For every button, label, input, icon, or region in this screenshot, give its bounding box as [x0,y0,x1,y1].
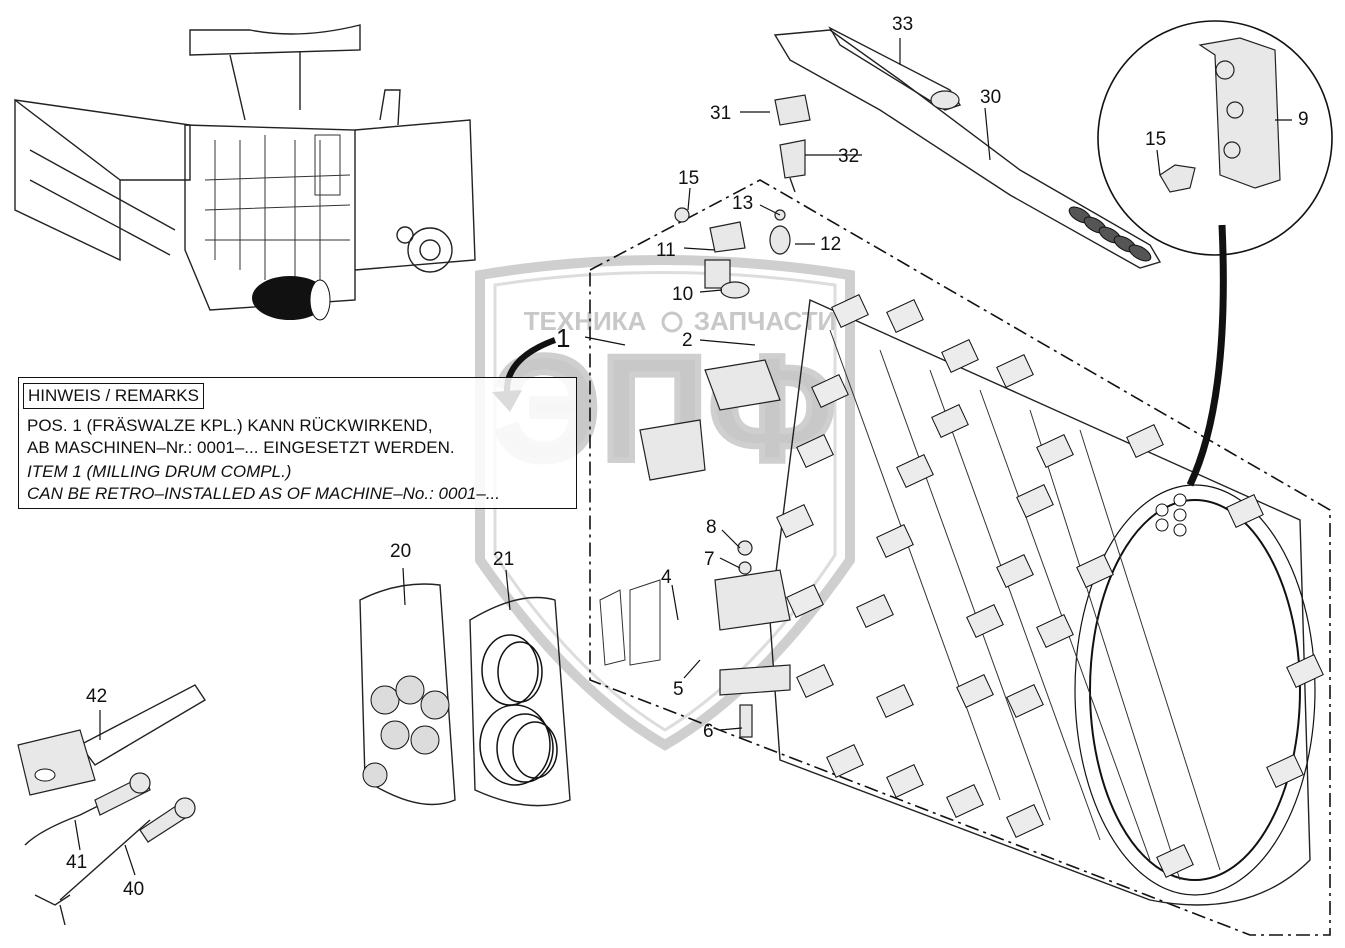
callout-12: 12 [820,234,841,255]
remarks-line-2: AB MASCHINEN–Nr.: 0001–... EINGESETZT WE… [27,438,455,457]
callout-2: 2 [682,330,693,351]
leader-lines [74,38,1292,876]
detail-circle [1097,20,1333,487]
callout-31: 31 [710,103,731,124]
remarks-title: HINWEIS / REMARKS [23,383,204,409]
callout-7: 7 [704,549,715,570]
milling-machine-drawing [14,24,476,321]
watermark-right: ЗАПЧАСТИ [694,306,837,336]
remarks-box: HINWEIS / REMARKS POS. 1 (FRÄSWALZE KPL.… [18,377,577,509]
remarks-line-1: POS. 1 (FRÄSWALZE KPL.) KANN RÜCKWIRKEND… [27,416,433,435]
callout-1: 1 [556,323,570,353]
callout-labels: 33 30 31 32 9 15 15 13 11 12 10 1 2 8 7 … [66,14,1309,900]
remarks-line-4: CAN BE RETRO–INSTALLED AS OF MACHINE–No.… [27,484,501,503]
callout-8: 8 [706,517,717,538]
callout-21: 21 [493,549,514,570]
callout-11: 11 [656,240,676,261]
drum-assembly-outline [589,179,1331,936]
watermark-left: ТЕХНИКА [524,306,647,336]
callout-15-detail: 15 [1145,129,1166,150]
callout-6: 6 [703,721,714,742]
callout-32: 32 [838,146,859,167]
hand-tools-drawing [17,684,206,926]
extraction-tool-drawing [773,26,1162,269]
remarks-line-3: ITEM 1 (MILLING DRUM COMPL.) [27,462,292,481]
parts-bags-drawing [359,583,571,807]
callout-4: 4 [661,567,672,588]
callout-9: 9 [1298,109,1309,130]
callout-20: 20 [390,541,411,562]
tool-holder-drawing [599,207,791,738]
callout-13: 13 [732,193,753,214]
callout-40: 40 [123,879,144,900]
milling-drum-drawing [769,294,1324,906]
callout-41: 41 [66,852,87,873]
callout-10: 10 [672,284,693,305]
callout-5: 5 [673,679,684,700]
callout-42: 42 [86,686,107,707]
gear-icon [661,311,683,333]
callout-30: 30 [980,87,1001,108]
callout-33: 33 [892,14,913,35]
callout-15: 15 [678,168,699,189]
